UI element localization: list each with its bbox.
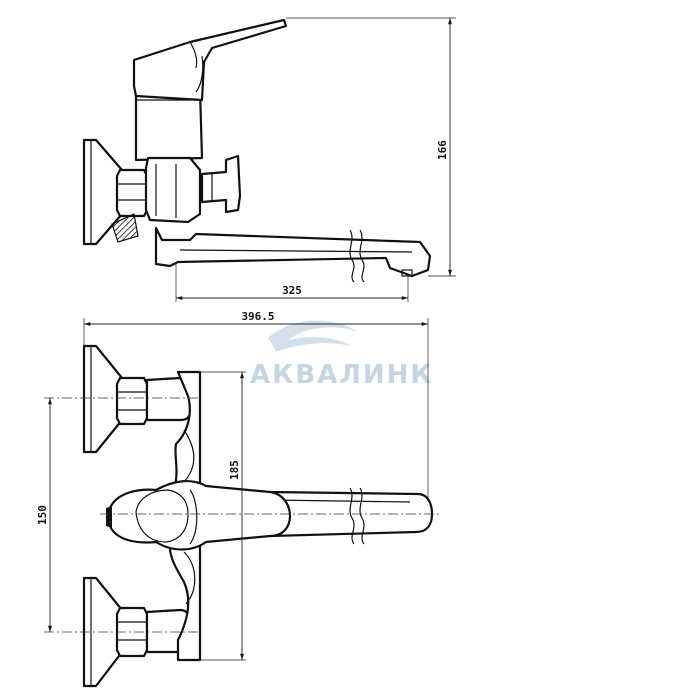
dim-inlet-150: 150 bbox=[36, 398, 52, 632]
dim-width-396: 396.5 bbox=[83, 310, 429, 500]
watermark-brand-text: АКВАЛИНК bbox=[250, 360, 434, 390]
watermark-wave-icon bbox=[268, 320, 358, 352]
side-break-mark bbox=[349, 229, 355, 283]
front-cartridge-cap bbox=[106, 506, 112, 528]
front-upper-hex-nut bbox=[115, 376, 149, 426]
side-hex-nut bbox=[115, 168, 149, 218]
dim-inlet-label: 150 bbox=[36, 505, 49, 525]
dim-spout-label: 325 bbox=[282, 284, 302, 297]
front-break-mark bbox=[349, 487, 355, 545]
side-aerator bbox=[401, 269, 413, 277]
side-diverter-knob bbox=[200, 154, 242, 214]
watermark: АКВАЛИНК bbox=[250, 320, 434, 390]
side-diverter-block bbox=[144, 156, 202, 224]
dim-height-label: 166 bbox=[436, 140, 449, 160]
dim-body-label: 185 bbox=[228, 460, 241, 480]
dim-height-166: 166 bbox=[286, 17, 456, 277]
front-lower-hex-nut bbox=[115, 606, 149, 658]
side-eccentric-hatch bbox=[111, 213, 139, 243]
front-lever-hub bbox=[108, 480, 292, 551]
side-view: 166 325 bbox=[82, 17, 456, 302]
front-view: 396.5 bbox=[36, 310, 440, 688]
side-lever-handle bbox=[132, 18, 288, 102]
dim-spout-325: 325 bbox=[175, 262, 409, 302]
dim-body-185: 185 bbox=[200, 371, 246, 661]
dim-width-label: 396.5 bbox=[241, 310, 274, 323]
